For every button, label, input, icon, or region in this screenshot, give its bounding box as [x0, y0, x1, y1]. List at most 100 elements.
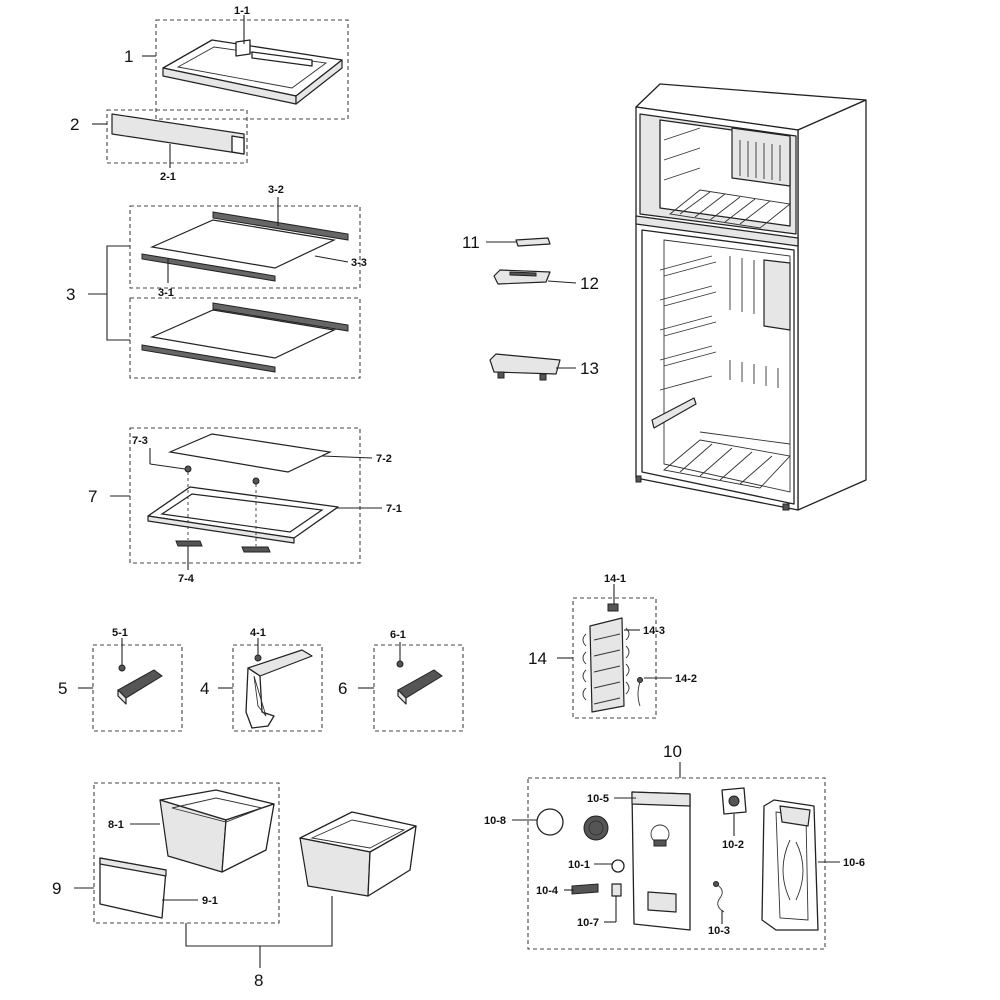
part-14-evaporator-coils — [582, 627, 630, 705]
part-7-3-screw-b — [252, 477, 260, 485]
part-7-4-slider-b — [241, 546, 271, 553]
part-5-group: 5 5-1 — [58, 627, 183, 732]
cabinet-foot-left — [635, 475, 642, 483]
part-10-box — [527, 777, 826, 950]
part-10-6-duct-channel — [782, 839, 804, 901]
lead-7-3b — [149, 463, 186, 470]
part-7-1-frame-opening — [160, 493, 324, 533]
part-10-6-duct-top — [779, 805, 811, 827]
part-6-box — [373, 644, 464, 732]
cabinet-divider — [635, 215, 799, 247]
parts-11-13-group: 11 12 13 — [462, 233, 599, 381]
cabinet-side — [797, 99, 867, 511]
part-3-box-upper — [129, 205, 361, 289]
part-10-7-switch — [611, 883, 622, 897]
label-7-2: 7-2 — [376, 453, 392, 465]
label-10-4: 10-4 — [536, 885, 559, 897]
label-1-1: 1-1 — [234, 5, 250, 17]
part-1-tray-inner — [176, 46, 328, 89]
part-14-3-evaporator-core — [589, 617, 625, 713]
part-10-cover-slot — [653, 839, 667, 847]
label-12: 12 — [580, 274, 599, 293]
label-14-3: 14-3 — [643, 625, 665, 637]
part-10-6-duct-housing — [761, 799, 819, 931]
control-box — [763, 259, 791, 331]
part-4-1-screw — [254, 654, 262, 662]
part-3-glass-lower — [149, 309, 336, 359]
fresh-food-bracket — [651, 397, 697, 429]
label-7-3: 7-3 — [132, 435, 148, 447]
label-9: 9 — [52, 879, 61, 898]
part-3-shelves-group: 3 3-2 3-3 3-1 — [66, 184, 367, 379]
part-7-box — [129, 427, 361, 564]
part-5-bracket — [117, 669, 163, 699]
part-14-evaporator-group: 14 14-1 14-3 14-2 — [528, 573, 697, 719]
part-2-cover-group: 2 2-1 — [70, 109, 248, 183]
part-1-tray-group: 1 1-1 — [124, 5, 349, 120]
freezer-evaporator-panel — [731, 127, 791, 187]
label-7-4: 7-4 — [178, 573, 195, 585]
label-10-5: 10-5 — [587, 793, 609, 805]
part-3-rail-lower-b — [141, 344, 276, 373]
part-4-bracket-rib — [253, 675, 267, 717]
label-10-7: 10-7 — [577, 917, 599, 929]
label-14: 14 — [528, 649, 547, 668]
freezer-evaporator-grille — [739, 140, 781, 181]
part-1-tray-rib — [251, 51, 313, 67]
part-13-tab-a — [497, 371, 505, 379]
label-3-3: 3-3 — [351, 257, 367, 269]
part-3-box-lower — [129, 297, 361, 379]
part-13-tab-b — [539, 373, 547, 381]
part-8-drawer-side — [367, 825, 417, 897]
part-10-2-motor-hub — [728, 795, 740, 807]
label-14-2: 14-2 — [675, 673, 697, 685]
part-4-bracket-body — [245, 667, 275, 729]
bracket-3 — [106, 245, 130, 341]
fresh-food-interior — [641, 229, 795, 505]
part-8-1-drawer-rim — [171, 797, 264, 823]
part-8-drawer-rim — [310, 819, 406, 849]
part-7-3-screw-a — [184, 465, 192, 473]
part-10-3-connector — [713, 881, 719, 887]
part-3-glass-upper — [149, 219, 336, 269]
part-7-1-frame-front — [147, 515, 295, 544]
part-7-4-slider-a — [175, 540, 203, 547]
fresh-food-shelf-rails — [659, 255, 717, 391]
part-2-cover — [111, 113, 245, 155]
part-10-8-ring — [536, 808, 564, 836]
label-6-1: 6-1 — [390, 629, 406, 641]
label-8: 8 — [254, 971, 263, 990]
lead-7-2 — [321, 455, 373, 459]
label-10-2: 10-2 — [722, 839, 744, 851]
fresh-food-back-ribs — [729, 256, 755, 314]
label-8-1: 8-1 — [108, 819, 124, 831]
part-6-bracket — [397, 669, 443, 699]
part-1-box — [155, 19, 349, 120]
part-14-2-wire — [637, 681, 641, 707]
cabinet-foot-right — [782, 503, 790, 511]
freezer-side-rails — [663, 127, 701, 181]
part-7-2-glass — [167, 433, 333, 473]
parts-8-9-drawers-group: 9 8-1 9-1 8 — [52, 782, 417, 990]
refrigerator-cabinet — [635, 83, 867, 511]
label-14-1: 14-1 — [604, 573, 626, 585]
label-3: 3 — [66, 285, 75, 304]
part-6-group: 6 6-1 — [338, 629, 464, 732]
part-2-cover-end — [231, 135, 245, 155]
part-4-group: 4 4-1 — [200, 627, 323, 732]
part-10-1-knob — [611, 859, 625, 873]
label-7-1: 7-1 — [386, 503, 402, 515]
part-9-1-cover-edge — [99, 857, 167, 877]
part-10-fan-grille — [583, 815, 609, 841]
part-10-cover-duct — [647, 891, 677, 913]
part-1-1-clip — [235, 39, 251, 57]
label-4-1: 4-1 — [250, 627, 266, 639]
part-6-1-screw — [396, 660, 404, 668]
crisper-floor-rails — [662, 431, 791, 489]
part-2-box — [106, 109, 248, 164]
label-5-1: 5-1 — [112, 627, 128, 639]
label-10-1: 10-1 — [568, 859, 590, 871]
bracket-8 — [185, 896, 333, 947]
label-10-6: 10-6 — [843, 857, 865, 869]
